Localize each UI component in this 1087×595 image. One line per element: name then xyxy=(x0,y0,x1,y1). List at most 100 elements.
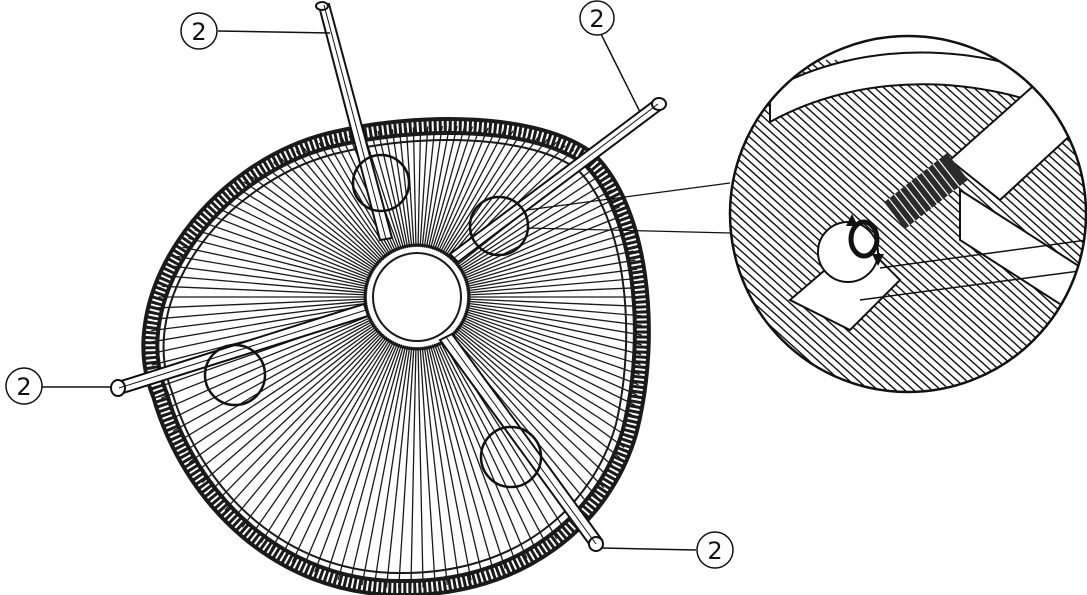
seat-cord xyxy=(150,314,371,416)
center-hub-ring xyxy=(363,243,471,351)
seat-cord xyxy=(437,341,554,587)
seat-cord xyxy=(459,322,642,464)
seat-cord xyxy=(423,126,465,248)
mount-circle-bottom-right xyxy=(479,425,543,489)
seat-cord xyxy=(460,320,642,452)
seat-cord xyxy=(466,302,642,338)
zoom-cord xyxy=(861,59,1086,392)
zoom-cord xyxy=(730,59,930,392)
seat-cord xyxy=(441,339,578,575)
zoom-cord xyxy=(730,59,984,392)
seat-cord xyxy=(150,256,368,292)
zoom-cord xyxy=(730,59,939,392)
seat-cord xyxy=(280,341,397,587)
zoom-cord xyxy=(730,59,1020,392)
seat-cord xyxy=(425,345,478,589)
seat-cord xyxy=(431,344,517,589)
seat-cord xyxy=(437,126,554,253)
seat-cord xyxy=(150,242,368,290)
seat-cord xyxy=(465,308,642,378)
seat-cord xyxy=(464,312,642,403)
seat-cord xyxy=(421,126,452,248)
seat-cord xyxy=(425,126,478,249)
seat-cord xyxy=(458,324,642,475)
seat-cord xyxy=(330,344,405,589)
seat-cord xyxy=(435,342,542,589)
mount-circle-top-right xyxy=(468,195,530,257)
callout-circle-bottom-right xyxy=(696,531,734,569)
seat-cord xyxy=(419,126,438,248)
zoom-cord xyxy=(852,59,1086,392)
seat-cord xyxy=(150,229,369,288)
seat-cord xyxy=(439,126,566,253)
seat-cord xyxy=(466,304,642,352)
seat-cord xyxy=(466,298,642,312)
zoom-cord xyxy=(730,59,993,392)
seat-rim-inner xyxy=(162,139,628,575)
seat-cord xyxy=(202,333,385,536)
seat-cord xyxy=(439,341,566,581)
seat-cord xyxy=(458,126,642,270)
zoom-cord xyxy=(730,59,921,392)
callout-circle-top-right xyxy=(579,0,615,36)
leg-bottom-right xyxy=(438,332,604,552)
zoom-cord xyxy=(730,59,876,392)
seat-cord xyxy=(419,346,438,589)
seat-cord xyxy=(150,178,371,280)
seat-cord xyxy=(212,335,386,544)
callout-label-top: 2 xyxy=(191,18,206,46)
seat-cord xyxy=(429,344,504,589)
seat-cord xyxy=(465,229,642,288)
seat-cord xyxy=(202,126,385,261)
seat-cord xyxy=(150,300,368,325)
seat-cord xyxy=(449,333,632,536)
seat-cord xyxy=(443,126,590,256)
rotate-screw-icon xyxy=(846,214,884,266)
seat-cord xyxy=(223,336,388,553)
callout-circle-left xyxy=(5,367,43,405)
callout-circle-top xyxy=(180,12,218,50)
seat-cord xyxy=(244,338,391,568)
seat-cord xyxy=(427,126,491,249)
seat-cord xyxy=(223,126,388,258)
leg-top xyxy=(315,1,394,242)
seat-cord xyxy=(233,337,389,561)
zoom-cord xyxy=(730,59,1002,392)
zoom-cord xyxy=(730,59,948,392)
seat-cord xyxy=(417,346,425,589)
seat-cord xyxy=(212,126,386,259)
zoom-cord xyxy=(915,59,1086,392)
seat-cord xyxy=(183,126,381,264)
seat-cord xyxy=(446,126,611,258)
zoom-cord xyxy=(897,59,1086,392)
zoom-cord xyxy=(730,59,975,392)
seat-cord xyxy=(431,126,517,250)
zoom-cord xyxy=(730,59,1011,392)
seat-cord xyxy=(343,126,407,249)
seat-cord xyxy=(150,304,368,352)
seat-cord xyxy=(150,324,376,475)
seat-cord xyxy=(463,314,642,416)
seat-cord xyxy=(396,126,415,248)
zoom-cord xyxy=(730,59,903,392)
seat-cord xyxy=(433,343,530,589)
zoom-cord xyxy=(906,59,1086,392)
seat-cord xyxy=(449,126,632,261)
seat-cord xyxy=(462,166,642,278)
seat-cord xyxy=(150,316,372,428)
seat-cord xyxy=(192,126,383,262)
seat-cord xyxy=(465,216,642,286)
seat-cord xyxy=(356,345,409,589)
seat-cord xyxy=(460,142,642,274)
chair-legs xyxy=(110,1,667,552)
seat-cord xyxy=(409,346,417,589)
mount-circle-left xyxy=(203,343,267,407)
seat-cord xyxy=(409,126,417,248)
seat-cord xyxy=(427,345,491,589)
seat-cord xyxy=(464,203,642,284)
seat-cord xyxy=(466,256,642,292)
seat-cord xyxy=(466,269,642,294)
leg-left xyxy=(110,302,370,397)
seat-cord xyxy=(464,310,642,391)
